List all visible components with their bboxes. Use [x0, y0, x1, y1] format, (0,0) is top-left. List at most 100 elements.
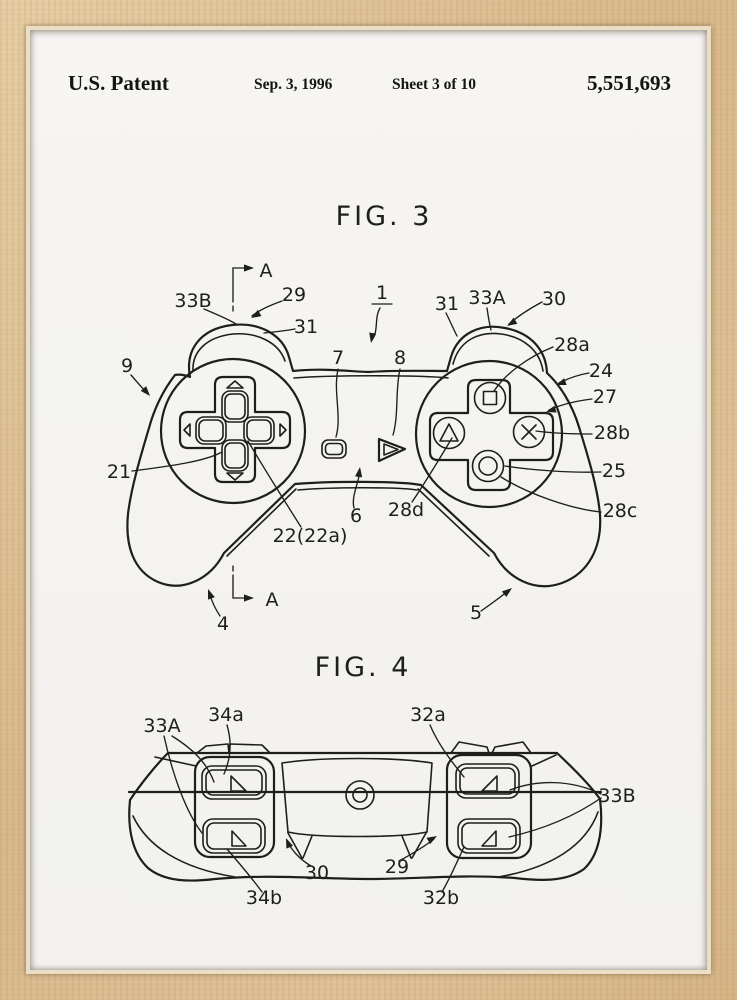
- triangle-button: [432, 416, 466, 450]
- left-lower-triangle-icon: [231, 830, 247, 847]
- controller-body-outline: [126, 323, 602, 588]
- section-a-marker-top: [232, 267, 251, 312]
- fig3-ref-28b: 28b: [594, 422, 630, 444]
- dpad-left-button-inner: [198, 419, 224, 442]
- left-shoulder-block: [193, 755, 276, 859]
- cross-icon: [521, 424, 537, 440]
- fig3-ref-31-left: 31: [294, 316, 318, 338]
- start-button-inner: [383, 443, 399, 456]
- fig3-ref-21: 21: [107, 461, 131, 483]
- triangle-icon: [439, 423, 459, 442]
- left-upper-shoulder-button: [201, 765, 267, 800]
- dpad-up-arrow-icon: [226, 380, 244, 389]
- fig3-ref-5: 5: [470, 602, 482, 624]
- fig3-leader-lines: [130, 264, 602, 617]
- buttons-pod-circle: [414, 359, 564, 509]
- fig3-ref-33B: 33B: [174, 290, 211, 312]
- dpad-pod-circle: [159, 357, 307, 505]
- left-upper-triangle-icon: [230, 775, 247, 792]
- select-button: [321, 439, 347, 459]
- dpad-cross-outline: [178, 375, 292, 484]
- patent-sheet: U.S. Patent Sep. 3, 1996 Sheet 3 of 10 5…: [30, 30, 707, 970]
- dpad-right-arrow-icon: [279, 423, 287, 437]
- fig3-ref-28d: 28d: [388, 499, 424, 521]
- fig3-ref-8: 8: [394, 347, 406, 369]
- fig4-title: FIG. 4: [315, 652, 412, 683]
- patent-sheet-number: Sheet 3 of 10: [392, 76, 476, 93]
- cable-boss-inner: [352, 787, 368, 803]
- fig3-ref-33A: 33A: [468, 287, 505, 309]
- fig3-ref-25: 25: [602, 460, 626, 482]
- fig3-reference-numerals: A A 33B 29 31 1 31 33A 30 28a 24 27 28b …: [107, 260, 637, 635]
- fig4-ref-33A: 33A: [143, 715, 180, 737]
- dpad-down-button-inner: [224, 442, 246, 469]
- right-cap-bumps: [450, 741, 532, 754]
- fig3-ref-7: 7: [332, 347, 344, 369]
- select-button-inner: [324, 442, 344, 456]
- fig3-ref-9: 9: [121, 355, 133, 377]
- fig3-ref-29: 29: [282, 284, 306, 306]
- start-button: [377, 437, 407, 463]
- left-shoulder-cap-seam: [192, 333, 286, 372]
- center-bridge: [281, 757, 433, 838]
- fig3-ref-4: 4: [217, 613, 229, 635]
- patent-office-label: U.S. Patent: [68, 71, 169, 95]
- top-view-grip-curves: [132, 811, 599, 878]
- dpad-right-button: [243, 416, 275, 445]
- fig4-ref-29: 29: [385, 856, 409, 878]
- fig3-ref-6: 6: [350, 505, 362, 527]
- top-view-corner-seams: [154, 754, 557, 767]
- bridge-bottom-seam: [297, 486, 418, 491]
- fig3-ref-1: 1: [376, 282, 388, 304]
- patent-number: 5,551,693: [587, 71, 671, 95]
- square-button: [473, 381, 507, 415]
- right-upper-shoulder-button: [455, 763, 520, 799]
- left-lower-shoulder-button: [202, 818, 266, 854]
- circle-button: [471, 449, 505, 483]
- square-icon: [482, 390, 498, 406]
- dpad-left-button: [195, 416, 227, 445]
- face-buttons-cross-outline: [428, 378, 555, 492]
- fig4-ref-34b: 34b: [246, 887, 282, 909]
- fig3-ref-31-right: 31: [435, 293, 459, 315]
- fig3-title: FIG. 3: [336, 201, 433, 232]
- cable-boss-outer: [345, 780, 375, 810]
- dpad-up-button-inner: [224, 393, 246, 420]
- fig3-ref-28a: 28a: [554, 334, 590, 356]
- fig4-ref-33B: 33B: [598, 785, 635, 807]
- left-cap-bumps: [196, 743, 271, 754]
- patent-date: Sep. 3, 1996: [254, 76, 333, 93]
- top-view-body-outline: [128, 751, 603, 882]
- right-upper-triangle-icon: [481, 775, 498, 792]
- fig3-ref-22: 22(22a): [273, 525, 348, 547]
- fig3-ref-A-bottom: A: [266, 589, 279, 611]
- bridge-v-seams: [287, 832, 427, 859]
- fig4-leader-lines: [163, 724, 602, 893]
- fig4-ref-32b: 32b: [423, 887, 459, 909]
- fig3-ref-27: 27: [593, 386, 617, 408]
- right-grip-seam: [417, 488, 490, 557]
- dpad-left-arrow-icon: [183, 423, 191, 437]
- dpad-down-button: [221, 439, 249, 472]
- fig3-ref-28c: 28c: [603, 500, 638, 522]
- sheet-header: U.S. Patent Sep. 3, 1996 Sheet 3 of 10 5…: [68, 71, 671, 95]
- patent-drawing: U.S. Patent Sep. 3, 1996 Sheet 3 of 10 5…: [68, 71, 671, 909]
- circle-icon: [478, 456, 498, 476]
- right-lower-shoulder-button: [457, 818, 521, 854]
- fig3-ref-30: 30: [542, 288, 566, 310]
- fig4-reference-numerals: 33A 34a 32a 33B 34b 30 29 32b: [143, 704, 635, 909]
- dpad: [178, 375, 292, 484]
- dpad-up-button: [221, 390, 249, 423]
- fig4-ref-32a: 32a: [410, 704, 446, 726]
- fig3-controller-front-view: [126, 323, 602, 588]
- dpad-down-arrow-icon: [226, 472, 244, 481]
- fig3-ref-24: 24: [589, 360, 613, 382]
- fig4-controller-top-view: [127, 741, 603, 882]
- right-lower-triangle-icon: [481, 830, 497, 847]
- fig3-ref-A-top: A: [260, 260, 273, 282]
- face-buttons: [428, 378, 555, 492]
- dpad-right-button-inner: [246, 419, 272, 442]
- fig4-ref-34a: 34a: [208, 704, 244, 726]
- section-a-marker-bottom: [232, 565, 251, 599]
